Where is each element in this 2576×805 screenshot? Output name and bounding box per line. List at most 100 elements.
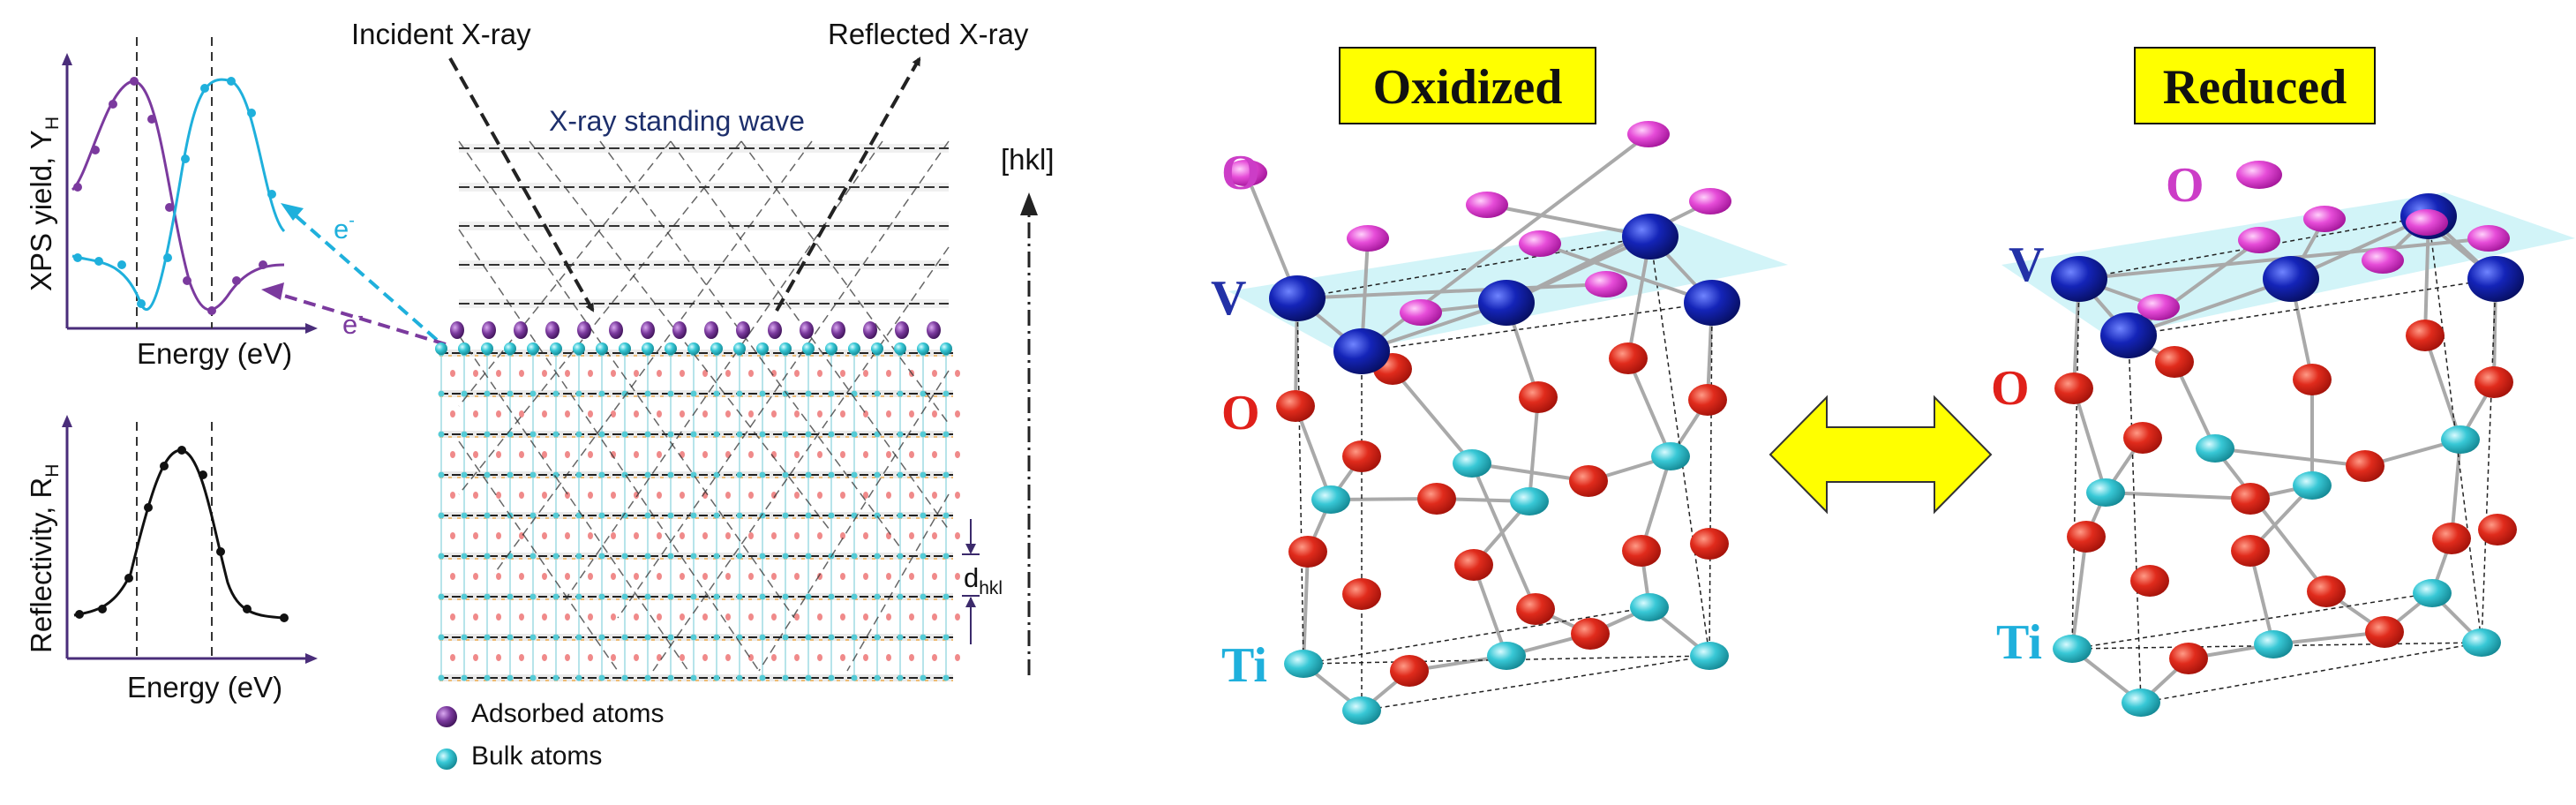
unit-cell-edge	[1361, 302, 1713, 352]
xps-yield-panel: XPS yield, YH Energy (eV) e- e-	[25, 37, 447, 370]
vanadium-atom	[1684, 280, 1740, 326]
bulk-oxygen	[542, 492, 547, 499]
bulk-oxygen	[863, 532, 868, 539]
bulk-atom	[484, 553, 491, 560]
bulk-atom	[874, 553, 881, 560]
bulk-atom	[552, 553, 560, 560]
bulk-oxygen	[909, 532, 914, 539]
bulk-oxygen	[473, 451, 478, 458]
surface-oxygen-atom	[2236, 161, 2282, 189]
oxidized-atom-labels: O V O Ti	[1211, 146, 1267, 693]
surface-oxygen-atom	[1225, 160, 1267, 186]
bulk-atom	[667, 553, 674, 560]
bulk-atom	[897, 512, 904, 519]
data-point	[98, 605, 107, 613]
surface-atoms	[435, 321, 952, 355]
oxidized-title-background	[1339, 47, 1596, 124]
reflectivity-x-label: Energy (eV)	[127, 671, 282, 703]
bond	[2213, 447, 2328, 593]
bulk-oxygen	[932, 613, 937, 621]
bulk-oxygen	[588, 654, 593, 661]
bulk-atom	[575, 431, 582, 438]
bulk-atom	[920, 553, 927, 560]
oxygen-atom	[1690, 528, 1729, 560]
bulk-oxygen	[542, 654, 547, 661]
bulk-atom	[828, 634, 835, 641]
bulk-oxygen	[725, 613, 731, 621]
bulk-atom	[943, 471, 950, 478]
bulk-atom	[943, 512, 950, 519]
bulk-atom	[529, 634, 537, 641]
bulk-atom	[644, 390, 651, 397]
bond	[2214, 447, 2366, 468]
interference-line	[458, 140, 742, 495]
bulk-oxygen	[542, 370, 547, 377]
bulk-oxygen	[886, 573, 891, 580]
bulk-oxygen	[863, 613, 868, 621]
bulk-atom	[667, 431, 674, 438]
standing-wave-label: X-ray standing wave	[549, 105, 805, 137]
bulk-oxygen	[955, 410, 960, 418]
bulk-atom	[461, 431, 468, 438]
oxidized-label-vanadium: V	[1211, 271, 1246, 326]
adsorbed-atom	[927, 321, 941, 339]
bulk-oxygen	[588, 492, 593, 499]
bulk-oxygen	[565, 451, 570, 458]
bulk-atom	[484, 471, 491, 478]
bulk-oxygen	[657, 613, 662, 621]
bulk-oxygen	[863, 370, 868, 377]
unit-cell-edge	[1296, 297, 1304, 665]
data-point	[91, 146, 100, 154]
unit-cell-edge	[1303, 655, 1710, 665]
bulk-oxygen	[473, 532, 478, 539]
bulk-atom	[851, 471, 858, 478]
reflected-xray-arrow	[775, 56, 921, 312]
bulk-atom	[461, 593, 468, 600]
interference-line	[758, 370, 950, 672]
bulk-oxygen	[932, 573, 937, 580]
bulk-oxygen	[932, 410, 937, 418]
surface-oxygen-atom	[1585, 271, 1627, 297]
bulk-atom	[667, 593, 674, 600]
bulk-oxygen	[932, 654, 937, 661]
bulk-atom	[575, 593, 582, 600]
bulk-atom	[828, 471, 835, 478]
unit-cell-edge	[1361, 655, 1710, 711]
data-point	[232, 276, 241, 285]
xps-y-label: XPS yield, YH	[25, 117, 63, 291]
bulk-oxygen	[748, 573, 754, 580]
dhkl-label: dhkl	[964, 562, 1003, 598]
bulk-atom	[621, 674, 628, 681]
bulk-oxygen	[840, 492, 845, 499]
electron-arrow-adsorbed-head	[261, 282, 284, 300]
unit-cell-edge	[1296, 236, 1651, 299]
bulk-oxygen	[817, 370, 822, 377]
bulk-atom	[897, 634, 904, 641]
bulk-atom	[484, 634, 491, 641]
bulk-atom	[713, 431, 720, 438]
bulk-atom	[805, 634, 812, 641]
bulk-atom	[759, 674, 766, 681]
bulk-oxygen	[611, 370, 616, 377]
data-point	[117, 260, 126, 269]
bulk-atom	[897, 390, 904, 397]
adsorbed-atom	[895, 321, 909, 339]
bulk-oxygen	[817, 410, 822, 418]
interference-line	[617, 140, 950, 619]
bulk-atom	[736, 431, 743, 438]
bulk-oxygen	[542, 613, 547, 621]
bond	[2070, 536, 2088, 650]
standing-wave-lines	[459, 144, 949, 308]
bulk-oxygen	[680, 573, 685, 580]
surface-bulk-atom	[710, 342, 723, 355]
bulk-oxygen	[955, 532, 960, 539]
data-point	[73, 183, 82, 192]
bulk-oxygen	[794, 370, 800, 377]
reduced-label-surface-oxygen: O	[2166, 158, 2204, 213]
unit-cell-edge	[2128, 278, 2497, 336]
bulk-oxygen	[634, 573, 639, 580]
bulk-oxygen	[450, 410, 455, 418]
data-point	[216, 547, 225, 556]
bulk-oxygen	[657, 492, 662, 499]
oxygen-atom	[2231, 535, 2270, 567]
